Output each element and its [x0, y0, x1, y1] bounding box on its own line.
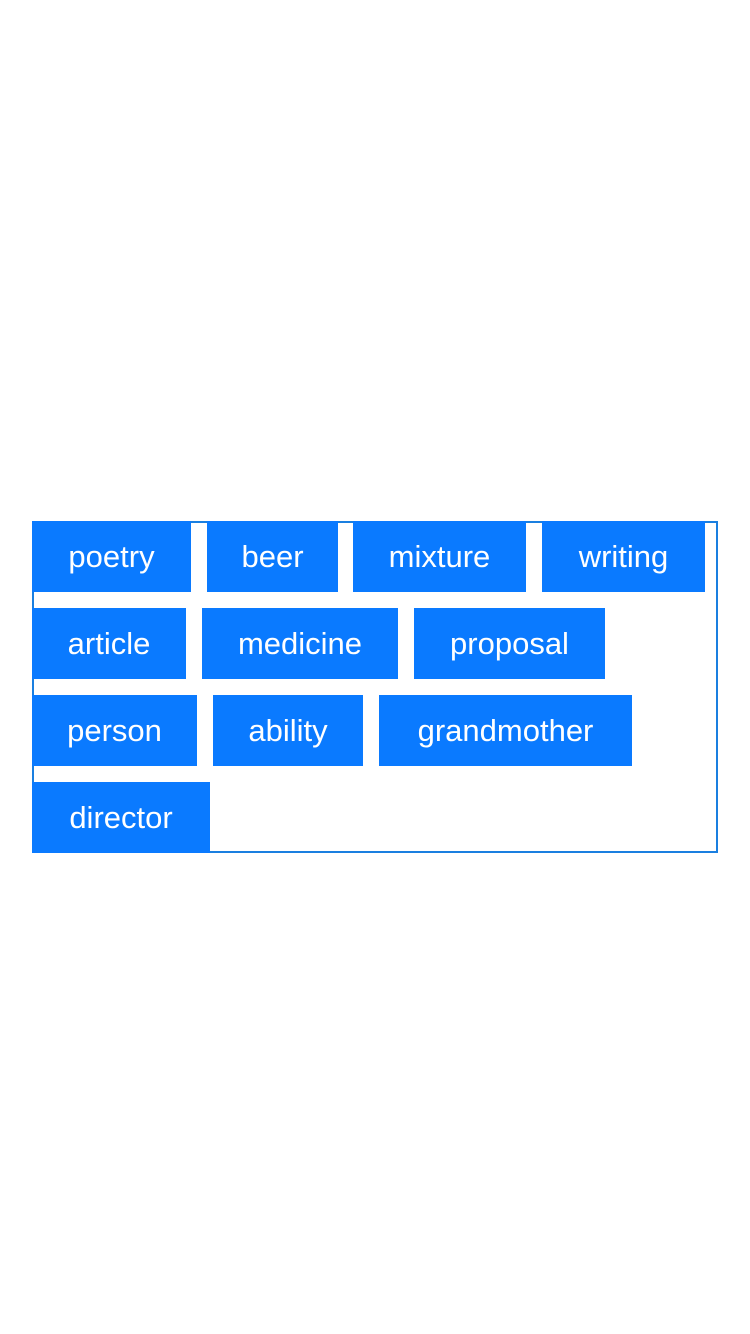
tag-article[interactable]: article: [32, 608, 186, 679]
tag-medicine[interactable]: medicine: [202, 608, 398, 679]
tag-mixture[interactable]: mixture: [353, 521, 526, 592]
tag-director[interactable]: director: [32, 782, 210, 853]
tag-ability[interactable]: ability: [213, 695, 363, 766]
tag-writing[interactable]: writing: [542, 521, 705, 592]
tag-cloud: poetry beer mixture writing article medi…: [32, 521, 718, 853]
tag-grandmother[interactable]: grandmother: [379, 695, 632, 766]
tag-proposal[interactable]: proposal: [414, 608, 605, 679]
tag-poetry[interactable]: poetry: [32, 521, 191, 592]
tag-person[interactable]: person: [32, 695, 197, 766]
tag-beer[interactable]: beer: [207, 521, 338, 592]
